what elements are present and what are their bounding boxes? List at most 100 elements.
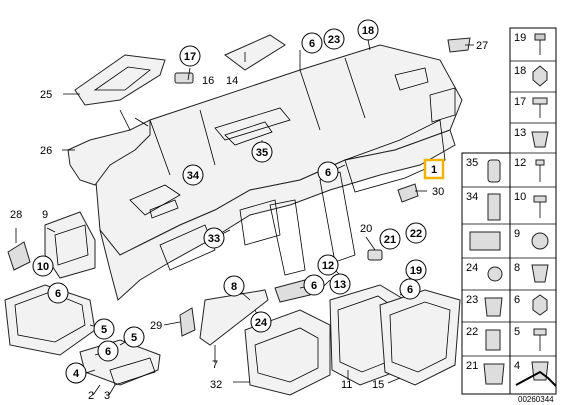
part-cover-30[interactable] <box>397 183 419 203</box>
legend-8: 8 <box>514 262 520 274</box>
label-32: 32 <box>210 379 222 391</box>
label-3: 3 <box>104 390 110 402</box>
plain-labels: 25 26 16 14 27 30 28 9 20 29 7 32 11 15 … <box>10 40 488 402</box>
callout-6-left[interactable]: 6 <box>47 282 69 304</box>
clip-8-icon <box>531 264 549 283</box>
callout-17[interactable]: 17 <box>179 45 201 67</box>
svg-text:22: 22 <box>410 228 422 240</box>
svg-text:35: 35 <box>256 147 268 159</box>
part-bracket-13[interactable] <box>274 279 311 303</box>
legend-13: 13 <box>514 127 526 139</box>
part-side-bracket[interactable] <box>67 109 151 186</box>
svg-text:34: 34 <box>187 170 200 182</box>
legend-24: 24 <box>466 262 478 274</box>
callout-35[interactable]: 35 <box>251 141 273 163</box>
part-vent-28[interactable] <box>7 241 31 271</box>
legend-19: 19 <box>514 32 526 44</box>
part-bracket-9[interactable] <box>44 211 96 279</box>
callout-23[interactable]: 23 <box>323 28 345 50</box>
label-29: 29 <box>150 320 162 332</box>
arrow-icon <box>515 370 557 387</box>
legend-5: 5 <box>514 326 520 338</box>
svg-text:8: 8 <box>231 281 237 293</box>
clip-23-icon <box>484 297 503 317</box>
callout-13[interactable]: 13 <box>329 273 351 295</box>
clip-22-icon <box>485 329 501 351</box>
clip-block-icon <box>469 231 501 251</box>
legend-23: 23 <box>466 294 478 306</box>
part-console-15[interactable] <box>379 289 461 386</box>
callout-6-mid[interactable]: 6 <box>317 161 339 183</box>
legend-6: 6 <box>514 294 520 306</box>
svg-text:4: 4 <box>73 368 80 380</box>
legend-21: 21 <box>466 360 478 372</box>
part-lower-trim-4[interactable] <box>79 339 161 386</box>
label-9: 9 <box>42 209 48 221</box>
label-27: 27 <box>476 40 488 52</box>
svg-text:6: 6 <box>311 280 317 292</box>
label-2: 2 <box>88 390 94 402</box>
callout-8[interactable]: 8 <box>223 275 245 297</box>
svg-text:10: 10 <box>37 261 49 273</box>
part-connector-20[interactable] <box>367 249 383 261</box>
part-console-32[interactable] <box>244 309 331 396</box>
svg-text:6: 6 <box>407 284 413 296</box>
legend-17: 17 <box>514 96 526 108</box>
svg-text:6: 6 <box>309 38 315 50</box>
legend-34: 34 <box>466 191 478 203</box>
label-28: 28 <box>10 209 22 221</box>
callout-33[interactable]: 33 <box>203 227 225 249</box>
label-15: 15 <box>372 379 384 391</box>
nut-24-icon <box>487 266 503 282</box>
dashboard-body[interactable] <box>94 44 463 301</box>
label-16: 16 <box>202 75 214 87</box>
legend-18: 18 <box>514 65 526 77</box>
label-26: 26 <box>40 145 52 157</box>
svg-text:24: 24 <box>255 317 268 329</box>
callout-22[interactable]: 22 <box>405 222 427 244</box>
part-top-left-trim[interactable] <box>74 54 166 106</box>
callout-6-low[interactable]: 6 <box>303 274 325 296</box>
svg-text:6: 6 <box>55 288 61 300</box>
legend-22: 22 <box>466 326 478 338</box>
callout-10[interactable]: 10 <box>32 255 54 277</box>
screw-10-icon <box>533 195 547 218</box>
svg-text:12: 12 <box>322 260 334 272</box>
callouts: 17 6 23 18 35 34 6 33 21 22 12 13 6 19 6… <box>32 19 427 384</box>
callout-19[interactable]: 19 <box>405 259 427 281</box>
callout-6-right[interactable]: 6 <box>399 278 421 300</box>
screw-5-icon <box>533 328 547 351</box>
legend-10: 10 <box>514 191 526 203</box>
part-glovebox-lid-top[interactable] <box>224 34 286 71</box>
legend-35: 35 <box>466 157 478 169</box>
bolt-icon <box>532 97 548 118</box>
svg-text:23: 23 <box>328 34 340 46</box>
callout-4[interactable]: 4 <box>65 362 87 384</box>
callout-12[interactable]: 12 <box>317 254 339 276</box>
svg-text:33: 33 <box>208 233 220 245</box>
part-clip-29[interactable] <box>179 307 196 337</box>
callout-6-b[interactable]: 6 <box>97 340 119 362</box>
callout-6-top[interactable]: 6 <box>301 32 323 54</box>
part-vent-27[interactable] <box>447 37 471 53</box>
callout-34[interactable]: 34 <box>182 164 204 186</box>
callout-24[interactable]: 24 <box>250 311 272 333</box>
diagram-id: 00260344 <box>518 395 554 404</box>
part-small-clip-16[interactable] <box>174 72 194 84</box>
nut-icon <box>532 65 548 87</box>
label-14: 14 <box>226 75 238 87</box>
svg-text:13: 13 <box>334 279 346 291</box>
label-11: 11 <box>341 379 352 391</box>
part-strip-7-8[interactable] <box>199 289 269 346</box>
highlight-callout-1[interactable]: 1 <box>423 158 445 180</box>
callout-18[interactable]: 18 <box>357 19 379 41</box>
callout-21[interactable]: 21 <box>379 228 401 250</box>
svg-text:21: 21 <box>384 234 396 246</box>
svg-text:1: 1 <box>431 164 437 176</box>
callout-5-a[interactable]: 5 <box>93 318 115 340</box>
svg-text:5: 5 <box>101 324 107 336</box>
svg-text:19: 19 <box>410 265 422 277</box>
spring-icon <box>487 193 501 221</box>
callout-5-b[interactable]: 5 <box>123 326 145 348</box>
